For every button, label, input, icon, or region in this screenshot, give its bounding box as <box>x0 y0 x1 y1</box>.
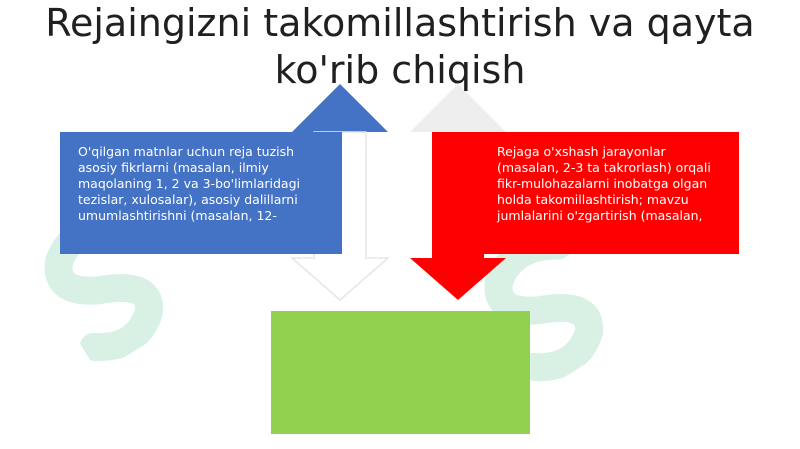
bottom-green-box <box>271 311 530 434</box>
down-arrow-red <box>410 132 506 300</box>
left-text-box: O'qilgan matnlar uchun reja tuzish asosi… <box>60 132 342 254</box>
left-box-text: O'qilgan matnlar uchun reja tuzish asosi… <box>78 144 300 223</box>
slide-title: Rejaingizni takomillashtirish va qayta k… <box>45 1 755 92</box>
right-text-box: Rejaga o'xshash jarayonlar (masalan, 2-3… <box>483 132 739 254</box>
right-box-text: Rejaga o'xshash jarayonlar (masalan, 2-3… <box>497 144 711 223</box>
watermark-right <box>464 211 655 418</box>
